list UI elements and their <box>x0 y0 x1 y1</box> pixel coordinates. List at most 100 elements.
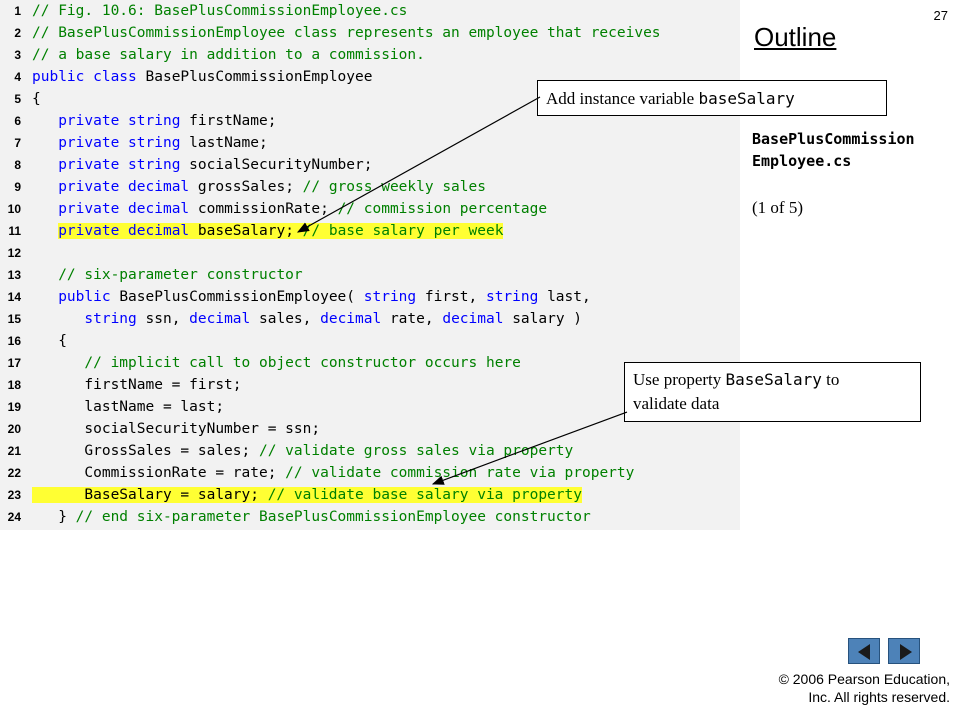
code-line: 1// Fig. 10.6: BasePlusCommissionEmploye… <box>0 0 740 22</box>
code-token: BasePlusCommissionEmployee <box>145 69 373 85</box>
code-token: decimal <box>189 311 259 327</box>
code-line: 14 public BasePlusCommissionEmployee( st… <box>0 286 740 308</box>
code-token <box>32 267 58 283</box>
code-text: firstName = first; <box>32 374 242 396</box>
code-token: string <box>84 311 146 327</box>
line-number: 11 <box>8 224 21 238</box>
code-token: // gross weekly sales <box>302 179 486 195</box>
line-number: 2 <box>14 26 21 40</box>
copyright-line1: © 2006 Pearson Education, <box>778 671 950 687</box>
code-text: private string socialSecurityNumber; <box>32 154 372 176</box>
line-number: 3 <box>14 48 21 62</box>
code-line: 18 firstName = first; <box>0 374 740 396</box>
code-token: // implicit call to object constructor o… <box>84 355 521 371</box>
code-line: 17 // implicit call to object constructo… <box>0 352 740 374</box>
code-token: decimal <box>442 311 513 327</box>
line-number: 17 <box>7 356 21 370</box>
line-number: 20 <box>7 422 21 436</box>
line-number: 14 <box>7 290 21 304</box>
line-number: 15 <box>7 312 21 326</box>
code-token: decimal <box>320 311 390 327</box>
code-token <box>32 311 84 327</box>
code-line: 23 BaseSalary = salary; // validate base… <box>0 484 740 506</box>
code-token: CommissionRate = rate; <box>32 465 286 481</box>
code-text: { <box>32 330 67 352</box>
code-line: 11 private decimal baseSalary; // base s… <box>0 220 740 242</box>
line-number: 19 <box>7 400 21 414</box>
copyright-notice: © 2006 Pearson Education, Inc. All rights… <box>779 670 950 706</box>
callout-add-instance-variable: Add instance variable baseSalary <box>537 80 887 116</box>
code-text: string ssn, decimal sales, decimal rate,… <box>32 308 582 330</box>
code-token: commissionRate; <box>197 201 338 217</box>
code-token: { <box>32 91 41 107</box>
code-text: CommissionRate = rate; // validate commi… <box>32 462 634 484</box>
file-name-line2: Employee.cs <box>752 152 852 170</box>
code-text: public BasePlusCommissionEmployee( strin… <box>32 286 591 308</box>
code-text: public class BasePlusCommissionEmployee <box>32 66 372 88</box>
code-token <box>32 113 58 129</box>
code-token: public class <box>32 69 146 85</box>
code-line: 2// BasePlusCommissionEmployee class rep… <box>0 22 740 44</box>
code-token: first, <box>424 289 486 305</box>
code-line: 20 socialSecurityNumber = ssn; <box>0 418 740 440</box>
code-token: private string <box>58 157 190 173</box>
code-token: string <box>363 289 425 305</box>
code-text: // a base salary in addition to a commis… <box>32 44 425 66</box>
code-text: } // end six-parameter BasePlusCommissio… <box>32 506 591 528</box>
triangle-left-icon <box>858 644 870 660</box>
code-token <box>32 289 58 305</box>
previous-slide-button[interactable] <box>848 638 880 664</box>
line-number: 18 <box>7 378 21 392</box>
line-number: 4 <box>14 70 21 84</box>
next-slide-button[interactable] <box>888 638 920 664</box>
code-token: private string <box>58 135 190 151</box>
code-text: lastName = last; <box>32 396 224 418</box>
page-of-indicator: (1 of 5) <box>752 198 803 217</box>
copyright-line2: Inc. All rights reserved. <box>808 689 950 705</box>
code-line: 12 <box>0 242 740 264</box>
code-text: private decimal commissionRate; // commi… <box>32 198 547 220</box>
code-text: // six-parameter constructor <box>32 264 302 286</box>
code-token: rate, <box>389 311 443 327</box>
code-token: firstName = first; <box>32 377 242 393</box>
code-text: private decimal grossSales; // gross wee… <box>32 176 486 198</box>
code-token: private decimal <box>58 201 198 217</box>
outline-title[interactable]: Outline <box>754 22 837 52</box>
code-text: // Fig. 10.6: BasePlusCommissionEmployee… <box>32 0 407 22</box>
code-token: BasePlusCommissionEmployee( <box>119 289 364 305</box>
file-name-line1: BasePlusCommission <box>752 130 915 148</box>
code-token: BaseSalary = salary; <box>32 487 268 503</box>
code-token: } <box>32 509 76 525</box>
code-text: // implicit call to object constructor o… <box>32 352 521 374</box>
callout-2-text-after: to <box>821 370 840 389</box>
code-text: BaseSalary = salary; // validate base sa… <box>32 484 582 506</box>
callout-1-code: baseSalary <box>698 89 795 108</box>
code-text: GrossSales = sales; // validate gross sa… <box>32 440 573 462</box>
code-text: private string firstName; <box>32 110 276 132</box>
code-token: // validate gross sales via property <box>258 443 574 459</box>
code-token <box>32 355 84 371</box>
code-token: ssn, <box>145 311 190 327</box>
code-token: private decimal <box>58 179 198 195</box>
code-line: 5{ <box>0 88 740 110</box>
line-number: 22 <box>7 466 21 480</box>
code-token: lastName; <box>189 135 268 151</box>
code-line: 15 string ssn, decimal sales, decimal ra… <box>0 308 740 330</box>
code-line: 4 public class BasePlusCommissionEmployee <box>0 66 740 88</box>
code-token: socialSecurityNumber = ssn; <box>32 421 321 437</box>
code-token: public <box>58 289 120 305</box>
code-token: firstName; <box>189 113 277 129</box>
line-number: 16 <box>7 334 21 348</box>
callout-2-text-before: Use property <box>633 370 726 389</box>
code-token: private decimal <box>58 223 198 239</box>
line-number: 7 <box>14 136 21 150</box>
callout-1-text: Add instance variable <box>546 89 699 108</box>
code-line: 24 } // end six-parameter BasePlusCommis… <box>0 506 740 528</box>
code-line: 16 { <box>0 330 740 352</box>
code-token: string <box>485 289 548 305</box>
line-number: 24 <box>7 510 21 524</box>
triangle-right-icon <box>900 644 912 660</box>
callout-2-code: BaseSalary <box>725 370 822 389</box>
code-token: socialSecurityNumber; <box>189 157 373 173</box>
code-token: // end six-parameter BasePlusCommissionE… <box>75 509 591 525</box>
